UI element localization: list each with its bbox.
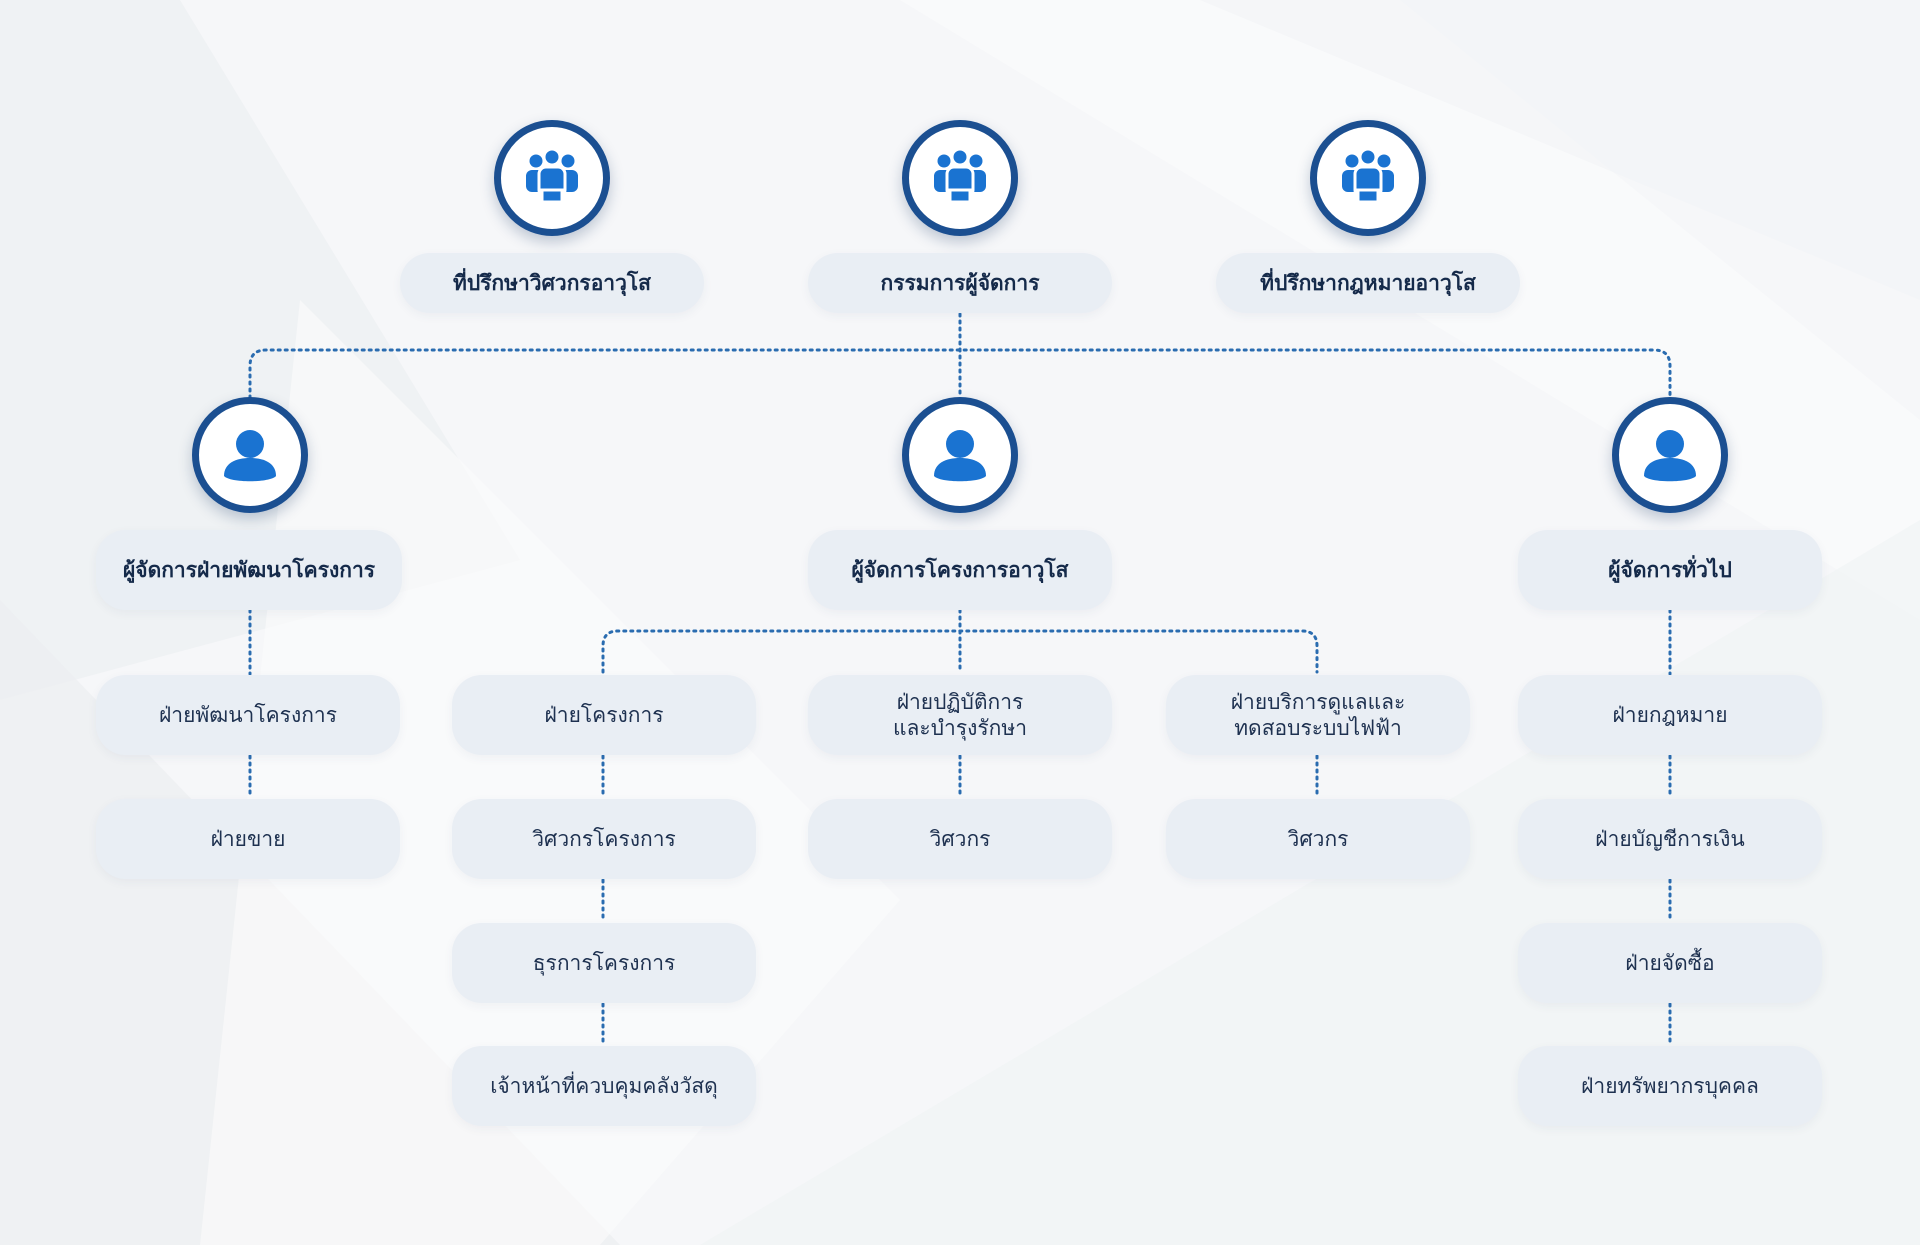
person-icon xyxy=(902,397,1018,513)
node-finance-accounting-dept: ฝ่ายบัญชีการเงิน xyxy=(1518,799,1822,879)
node-project-dept: ฝ่ายโครงการ xyxy=(452,675,756,755)
manager-node-senior-project: ผู้จัดการโครงการอาวุโส xyxy=(808,530,1112,610)
node-procurement-dept: ฝ่ายจัดซื้อ xyxy=(1518,923,1822,1003)
node-electrical-engineer: วิศวกร xyxy=(1166,799,1470,879)
node-sales-dept: ฝ่ายขาย xyxy=(96,799,400,879)
node-legal-dept: ฝ่ายกฎหมาย xyxy=(1518,675,1822,755)
person-icon xyxy=(1612,397,1728,513)
node-warehouse-control-officer: เจ้าหน้าที่ควบคุมคลังวัสดุ xyxy=(452,1046,756,1126)
person-icon xyxy=(192,397,308,513)
group-icon xyxy=(494,120,610,236)
node-project-engineer: วิศวกรโครงการ xyxy=(452,799,756,879)
node-operations-maintenance-dept: ฝ่ายปฏิบัติการ และบำรุงรักษา xyxy=(808,675,1112,755)
node-project-administration: ธุรการโครงการ xyxy=(452,923,756,1003)
manager-node-general: ผู้จัดการทั่วไป xyxy=(1518,530,1822,610)
top-node-senior-legal-advisor: ที่ปรึกษากฎหมายอาวุโส xyxy=(1216,253,1520,313)
top-node-managing-director: กรรมการผู้จัดการ xyxy=(808,253,1112,313)
node-electrical-testing-dept: ฝ่ายบริการดูแลและ ทดสอบระบบไฟฟ้า xyxy=(1166,675,1470,755)
group-icon xyxy=(1310,120,1426,236)
manager-node-project-development: ผู้จัดการฝ่ายพัฒนาโครงการ xyxy=(96,530,402,610)
node-human-resources-dept: ฝ่ายทรัพยากรบุคคล xyxy=(1518,1046,1822,1126)
group-icon xyxy=(902,120,1018,236)
top-node-senior-engineering-advisor: ที่ปรึกษาวิศวกรอาวุโส xyxy=(400,253,704,313)
node-operations-engineer: วิศวกร xyxy=(808,799,1112,879)
node-project-development-dept: ฝ่ายพัฒนาโครงการ xyxy=(96,675,400,755)
